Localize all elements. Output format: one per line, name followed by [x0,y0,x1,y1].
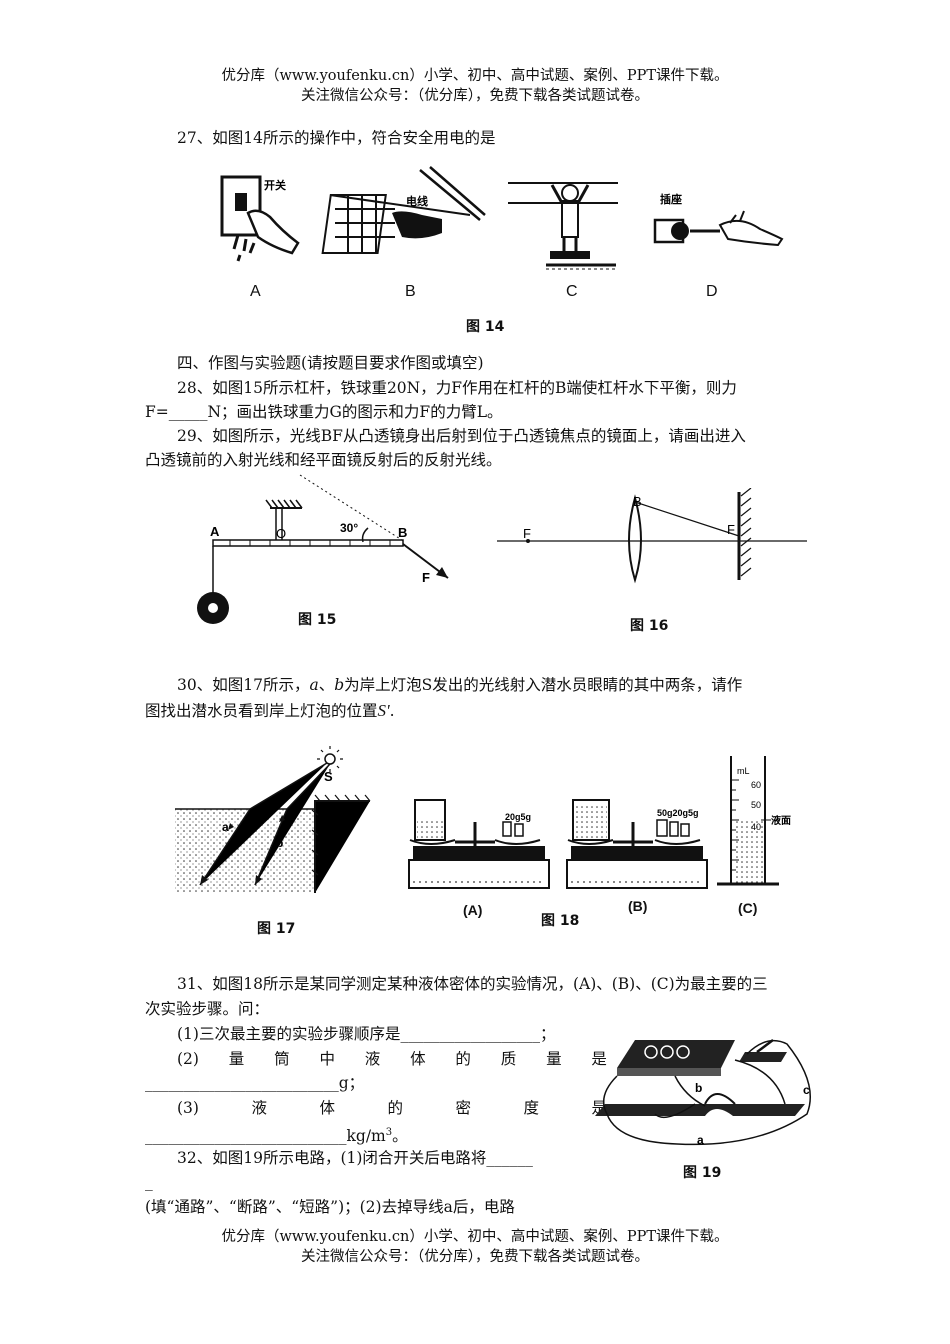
footer-line-2: 关注微信公众号：（优分库），免费下载各类试题试卷。 [301,1249,649,1265]
q30-suffix: 为岸上灯泡S发出的光线射入潜水员眼睛的其中两条，请作 [344,676,743,694]
q31-p3-end: 。 [392,1127,408,1146]
fig18-cyl-unit: mL [737,766,750,776]
q31-p2-word: 筒 [274,1050,290,1068]
fig14-d-socket-label: 插座 [660,192,682,206]
q31-p3-sup: 3 [385,1127,393,1138]
q30-ray-a: a [309,676,319,694]
fig18-cyl-40: 40 [751,822,761,832]
fig17-label-s: S [324,769,333,784]
fig15-label-f: F [422,570,430,585]
q31-p2-word: 中 [319,1050,335,1068]
fig18-label-b: (B) [628,898,648,914]
q31-p2-word: 量 [546,1050,562,1068]
fig18-liquid-label: 液面 [771,814,791,827]
q30-line-1: 30、如图17所示，a、b为岸上灯泡S发出的光线射入潜水员眼睛的其中两条，请作 [177,673,837,697]
figure-15: A O 30° B F [197,474,449,624]
fig18-cyl-50: 50 [751,800,761,810]
q31-p3-blank: __________________________kg/m [145,1127,386,1146]
q28-line-1: 28、如图15所示杠杆，铁球重20N，力F作用在杠杆的B端使杠杆水下平衡，则力 [177,379,737,397]
q30-prefix: 30、如图17所示， [177,676,310,694]
q27-text: 27、如图14所示的操作中，符合安全用电的是 [177,129,496,147]
q31-part-3-blank: __________________________kg/m3。 [145,1121,805,1148]
fig18-cyl-60: 60 [751,780,761,790]
fig16-label-b: B [633,494,642,509]
q31-p3-word: 液 [251,1099,267,1117]
fig15-label-o: O [276,526,286,541]
fig14-option-c-illustration [508,182,618,270]
section4-title: 四、作图与实验题(请按题目要求作图或填空) [177,354,484,372]
q31-part-2: (2) 量 筒 中 液 体 的 质 量 是 [177,1047,607,1071]
q30-ray-b: b [334,676,345,694]
q32-line-3: (填“通路”、“断路”、“短路”)；(2)去掉导线a后，电路 [145,1198,515,1216]
fig14-option-a: A [250,283,261,300]
fig14-option-a-illustration: 开关 [220,175,300,262]
fig17-label-a: a [222,820,229,834]
fig18-caption: 图 18 [541,913,580,929]
fig15-label-a: A [210,524,220,539]
fig18-cylinder-c: mL 60 50 40 液面 [717,756,791,886]
q31-p2-word: 的 [455,1050,471,1068]
q30-separator: 、 [318,676,335,694]
q31-p2-word: 体 [410,1050,426,1068]
fig18-weights-a: 20g5g [505,812,531,822]
fig14-a-switch-label: 开关 [264,178,286,192]
q31-p2-word: 是 [591,1050,607,1068]
q28-line-2: F=_____N；画出铁球重力G的图示和力F的力臂L。 [145,403,503,421]
fig14-b-wire-label: 电线 [406,194,428,208]
fig17-caption: 图 17 [257,921,296,937]
fig18-balance-b: 50g20g5g [566,799,708,889]
fig19-caption: 图 19 [683,1165,722,1181]
footer-line-1: 优分库（www.youfenku.cn）小学、初中、高中试题、案例、PPT课件下… [221,1229,729,1245]
q31-line-1: 31、如图18所示是某同学测定某种液体密体的实验情况，(A)、(B)、(C)为最… [177,975,768,993]
fig18-label-c: (C) [738,900,758,916]
fig14-caption: 图 14 [466,319,505,335]
q31-part-2-blank: _________________________g； [145,1074,365,1092]
fig16-label-f-right: F [727,522,735,537]
q31-line-2: 次实验步骤。问： [145,1000,270,1018]
q30-line2-suffix: . [389,702,395,720]
q31-p2-word: (2) [177,1050,199,1068]
q31-part-1: (1)三次最主要的实验步骤顺序是__________________； [177,1025,556,1043]
fig19-label-b: b [695,1081,702,1095]
fig14-option-d: D [706,283,718,300]
figure-18: 20g5g 50g20g5g mL 60 50 40 液面 [408,756,791,889]
fig15-caption: 图 15 [298,612,337,628]
fig19-label-c: c [803,1083,810,1097]
fig19-label-a: a [697,1133,704,1147]
q31-p3-word: 密 [455,1099,471,1117]
q30-line2-prefix: 图找出潜水员看到岸上灯泡的位置 [145,702,378,720]
fig18-weights-b: 50g20g5g [657,808,699,818]
fig17-label-b: b [276,836,283,850]
header-line-1: 优分库（www.youfenku.cn）小学、初中、高中试题、案例、PPT课件下… [221,68,729,84]
q31-p2-word: 量 [228,1050,245,1068]
figure-14: 开关 电线 插座 [220,166,784,270]
fig18-label-a: (A) [463,902,483,918]
fig14-option-b-illustration: 电线 [321,166,486,254]
fig16-label-f-left: F [523,526,531,541]
q31-p3-word: (3) [177,1099,199,1117]
fig16-caption: 图 16 [630,618,669,634]
q32-line-1: 32、如图19所示电路，(1)闭合开关后电路将______ [177,1149,533,1167]
fig15-angle: 30° [340,521,358,535]
q30-s-prime: S' [377,701,390,720]
figure-19: b c a [595,1039,811,1147]
fig18-balance-a: 20g5g [408,799,550,889]
q31-p2-word: 液 [364,1050,381,1068]
q31-p3-word: 度 [523,1099,539,1117]
q31-p2-word: 质 [500,1050,517,1068]
fig15-label-b: B [398,525,407,540]
fig14-option-c: C [566,283,578,300]
q29-line-2: 凸透镜前的入射光线和经平面镜反射后的反射光线。 [145,451,502,469]
q31-part-3: (3) 液 体 的 密 度 是 [177,1096,607,1120]
q31-p3-word: 体 [319,1099,335,1117]
figure-17: S a b [175,746,371,893]
q30-line-2: 图找出潜水员看到岸上灯泡的位置S'. [145,699,805,723]
q29-line-1: 29、如图所示，光线BF从凸透镜身出后射到位于凸透镜焦点的镜面上，请画出进入 [177,427,746,445]
header-line-2: 关注微信公众号：（优分库），免费下载各类试题试卷。 [301,88,649,104]
q32-dash: _ [145,1173,153,1191]
q31-p3-word: 的 [387,1099,403,1117]
figure-16: F B F [497,488,807,584]
fig14-option-b: B [405,283,416,300]
fig14-option-d-illustration: 插座 [653,192,784,247]
